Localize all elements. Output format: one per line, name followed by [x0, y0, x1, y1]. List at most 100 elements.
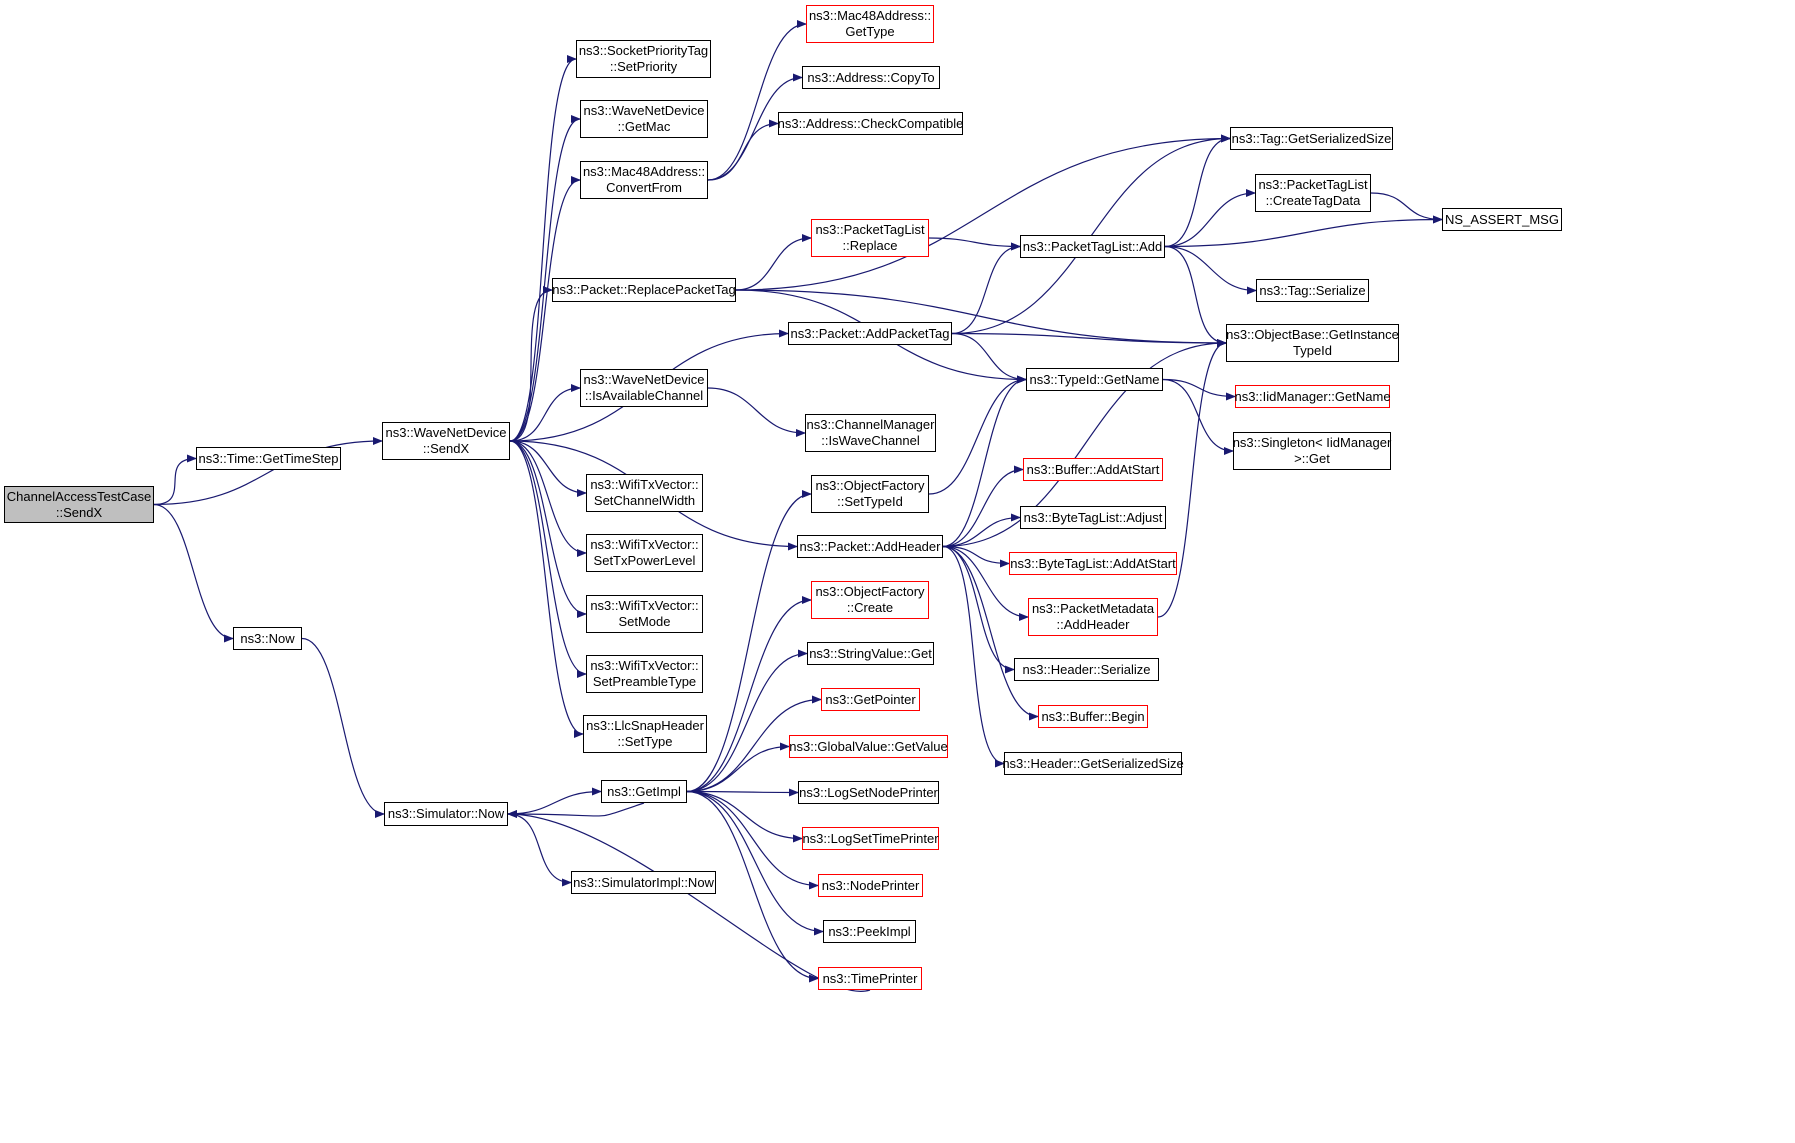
node-get-pointer[interactable]: ns3::GetPointer: [821, 688, 920, 711]
node-object-factory-set-type-id[interactable]: ns3::ObjectFactory ::SetTypeId: [811, 475, 929, 513]
node-label: ns3::GetImpl: [607, 783, 681, 799]
edge-pkt_replace-to-ptl_replace: [735, 234, 812, 291]
edge-ptl_replace-to-ptl_add: [928, 237, 1021, 251]
edge-getimpl-to-peekimpl: [686, 790, 824, 936]
node-channel-manager-is-wave-channel[interactable]: ns3::ChannelManager ::IsWaveChannel: [805, 414, 936, 452]
node-buffer-add-at-start[interactable]: ns3::Buffer::AddAtStart: [1023, 458, 1163, 481]
node-label: ns3::Address::CheckCompatible: [777, 115, 964, 131]
node-simulator-impl-now[interactable]: ns3::SimulatorImpl::Now: [571, 871, 716, 894]
node-label: ns3::Mac48Address:: GetType: [808, 8, 932, 39]
node-address-copy-to[interactable]: ns3::Address::CopyTo: [802, 66, 940, 89]
node-mac48-get-type[interactable]: ns3::Mac48Address:: GetType: [806, 5, 934, 43]
node-object-base-get-instance-type-id[interactable]: ns3::ObjectBase::GetInstance TypeId: [1226, 324, 1399, 362]
node-label: ns3::Tag::GetSerializedSize: [1231, 130, 1392, 146]
node-label: ns3::LlcSnapHeader ::SetType: [586, 718, 704, 749]
node-wifi-tx-set-mode[interactable]: ns3::WifiTxVector:: SetMode: [586, 595, 703, 633]
node-tag-serialize[interactable]: ns3::Tag::Serialize: [1256, 279, 1369, 302]
node-address-check-compatible[interactable]: ns3::Address::CheckCompatible: [778, 112, 963, 135]
edge-getimpl-to-nodeprinter: [686, 790, 819, 890]
edge-wnd_sendx-to-mac_convert: [509, 176, 581, 442]
node-header-get-serialized-size[interactable]: ns3::Header::GetSerializedSize: [1002, 752, 1184, 775]
node-simulator-now[interactable]: ns3::Simulator::Now: [384, 802, 508, 826]
node-time-printer[interactable]: ns3::TimePrinter: [818, 967, 922, 990]
node-time-get-time-step[interactable]: ns3::Time::GetTimeStep: [196, 447, 341, 470]
node-byte-tag-list-adjust[interactable]: ns3::ByteTagList::Adjust: [1020, 506, 1166, 529]
node-label: ns3::ObjectFactory ::Create: [815, 584, 925, 615]
node-packet-replace-packet-tag[interactable]: ns3::Packet::ReplacePacketTag: [552, 278, 736, 302]
node-string-value-get[interactable]: ns3::StringValue::Get: [807, 642, 934, 665]
edge-pkt_addtag-to-ob_getinstance: [951, 332, 1227, 347]
node-label: ns3::PacketMetadata ::AddHeader: [1031, 601, 1155, 632]
node-label: ns3::WaveNetDevice ::IsAvailableChannel: [583, 372, 705, 403]
node-label: ns3::ChannelManager ::IsWaveChannel: [806, 417, 935, 448]
node-label: ns3::TypeId::GetName: [1029, 371, 1160, 387]
node-socket-priority-tag-set-priority[interactable]: ns3::SocketPriorityTag ::SetPriority: [576, 40, 711, 78]
node-label: ns3::Header::GetSerializedSize: [1002, 755, 1184, 771]
node-label: ns3::ObjectFactory ::SetTypeId: [815, 478, 925, 509]
node-get-impl[interactable]: ns3::GetImpl: [601, 780, 687, 803]
node-node-printer[interactable]: ns3::NodePrinter: [818, 874, 923, 897]
node-root[interactable]: ChannelAccessTestCase ::SendX: [4, 486, 154, 523]
node-log-set-time-printer[interactable]: ns3::LogSetTimePrinter: [802, 827, 939, 850]
node-wifi-tx-set-tx-power-level[interactable]: ns3::WifiTxVector:: SetTxPowerLevel: [586, 534, 703, 572]
node-label: ns3::WifiTxVector:: SetChannelWidth: [590, 477, 699, 508]
node-label: ns3::GlobalValue::GetValue: [789, 738, 948, 754]
node-ns-assert-msg[interactable]: NS_ASSERT_MSG: [1442, 208, 1562, 231]
node-peek-impl[interactable]: ns3::PeekImpl: [823, 920, 916, 943]
edge-wnd_sendx-to-llc_settype: [509, 440, 584, 738]
node-label: ns3::Packet::ReplacePacketTag: [552, 282, 736, 297]
edge-now-to-sim_now: [301, 637, 385, 818]
edge-getimpl-to-timeprinter: [686, 790, 819, 983]
node-packet-add-header[interactable]: ns3::Packet::AddHeader: [797, 535, 943, 558]
node-buffer-begin[interactable]: ns3::Buffer::Begin: [1038, 705, 1148, 728]
node-global-value-get-value[interactable]: ns3::GlobalValue::GetValue: [789, 735, 948, 758]
node-label: ns3::Mac48Address:: ConvertFrom: [582, 164, 706, 195]
node-wave-net-device-sendx[interactable]: ns3::WaveNetDevice ::SendX: [382, 422, 510, 460]
node-tag-get-serialized-size[interactable]: ns3::Tag::GetSerializedSize: [1230, 127, 1393, 150]
node-label: ns3::PacketTagList ::CreateTagData: [1258, 177, 1368, 208]
edge-wnd_sendx-to-wtx_preamble: [509, 440, 587, 678]
node-mac48-convert-from[interactable]: ns3::Mac48Address:: ConvertFrom: [580, 161, 708, 199]
edge-getimpl-to-sv_get: [686, 649, 808, 793]
node-llc-snap-header-set-type[interactable]: ns3::LlcSnapHeader ::SetType: [583, 715, 707, 753]
node-label: ns3::Buffer::AddAtStart: [1026, 461, 1160, 477]
node-label: ns3::Singleton< IidManager >::Get: [1232, 435, 1392, 466]
node-type-id-get-name[interactable]: ns3::TypeId::GetName: [1026, 368, 1163, 391]
node-wave-net-device-is-available-channel[interactable]: ns3::WaveNetDevice ::IsAvailableChannel: [580, 369, 708, 407]
node-header-serialize[interactable]: ns3::Header::Serialize: [1014, 658, 1159, 681]
node-wifi-tx-set-channel-width[interactable]: ns3::WifiTxVector:: SetChannelWidth: [586, 474, 703, 512]
node-now[interactable]: ns3::Now: [233, 627, 302, 650]
node-label: ns3::SimulatorImpl::Now: [573, 874, 714, 890]
edge-pkt_addheader-to-typeid_getname: [942, 375, 1027, 548]
node-iid-manager-get-name[interactable]: ns3::IidManager::GetName: [1234, 385, 1391, 408]
node-packet-tag-list-add[interactable]: ns3::PacketTagList::Add: [1020, 235, 1165, 258]
node-packet-add-packet-tag[interactable]: ns3::Packet::AddPacketTag: [788, 322, 952, 345]
edge-wnd_sendx-to-pkt_replace: [509, 286, 553, 442]
node-label: ns3::IidManager::GetName: [1234, 388, 1391, 404]
node-singleton-iid-manager-get[interactable]: ns3::Singleton< IidManager >::Get: [1233, 432, 1391, 470]
node-label: ns3::GetPointer: [825, 691, 916, 707]
node-label: ns3::Now: [240, 630, 295, 646]
edge-wnd_sendx-to-wtx_power: [509, 440, 587, 557]
node-label: ns3::ObjectBase::GetInstance TypeId: [1226, 327, 1399, 358]
node-packet-tag-list-replace[interactable]: ns3::PacketTagList ::Replace: [811, 219, 929, 257]
edge-pkt_replace-to-tag_getsize: [735, 134, 1231, 291]
node-wifi-tx-set-preamble-type[interactable]: ns3::WifiTxVector:: SetPreambleType: [586, 655, 703, 693]
node-label: ns3::NodePrinter: [821, 877, 920, 893]
node-packet-tag-list-create-tag-data[interactable]: ns3::PacketTagList ::CreateTagData: [1255, 174, 1371, 212]
node-log-set-node-printer[interactable]: ns3::LogSetNodePrinter: [798, 781, 939, 804]
edge-pkt_addheader-to-buf_addatstart: [942, 465, 1024, 548]
node-label: ns3::WifiTxVector:: SetTxPowerLevel: [590, 537, 699, 568]
node-byte-tag-list-add-at-start[interactable]: ns3::ByteTagList::AddAtStart: [1009, 552, 1177, 575]
node-label: ns3::PacketTagList::Add: [1022, 238, 1163, 254]
node-label: ns3::LogSetNodePrinter: [799, 784, 938, 800]
edge-wnd_isavail-to-cm_iswave: [707, 387, 806, 437]
edge-pkt_addheader-to-ob_getinstance: [942, 339, 1227, 548]
edge-of_settypeid-to-typeid_getname: [928, 375, 1027, 495]
edge-wnd_sendx-to-spt_setprio: [509, 55, 577, 442]
node-object-factory-create[interactable]: ns3::ObjectFactory ::Create: [811, 581, 929, 619]
edge-pkt_addtag-to-ptl_add: [951, 242, 1021, 335]
node-wave-net-device-get-mac[interactable]: ns3::WaveNetDevice ::GetMac: [580, 100, 708, 138]
node-packet-metadata-add-header[interactable]: ns3::PacketMetadata ::AddHeader: [1028, 598, 1158, 636]
